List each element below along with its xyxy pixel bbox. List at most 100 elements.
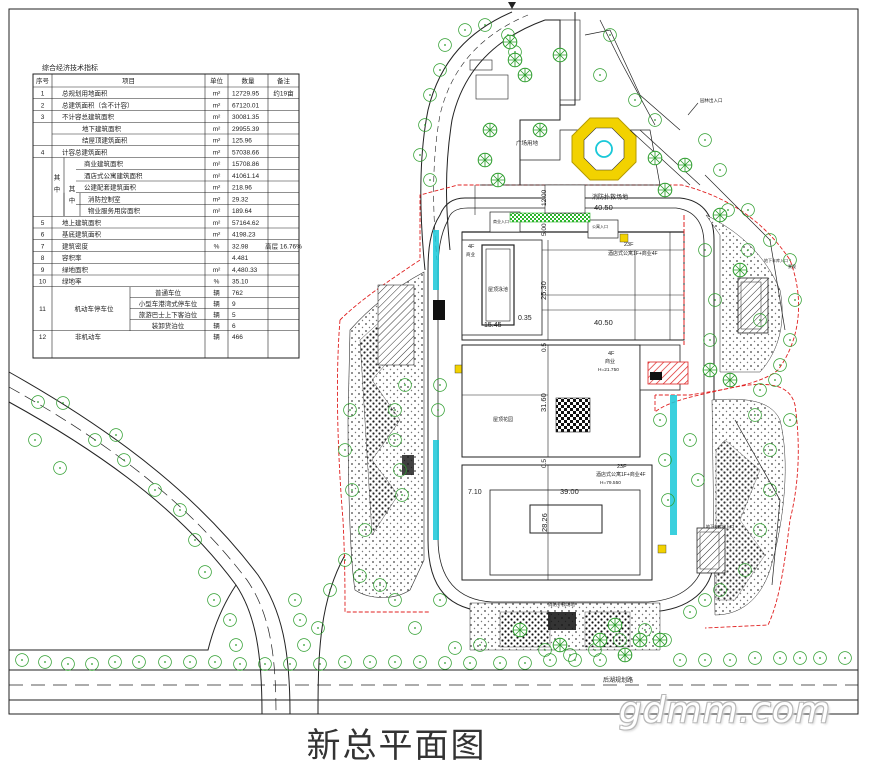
table-row-unit: m² (213, 267, 221, 274)
tree-icon (323, 583, 337, 597)
tree-icon (482, 122, 498, 138)
tree-icon (15, 653, 29, 667)
group-label: 中 (69, 196, 76, 205)
tree-icon (183, 655, 197, 669)
dim-39-00: 39.00 (560, 487, 579, 496)
dim-5-00: 5.00 (541, 223, 548, 236)
tree-icon (38, 655, 52, 669)
tree-icon (188, 533, 202, 547)
tree-icon (433, 593, 447, 607)
parking-qty: 9 (232, 301, 236, 308)
table-row-no: 5 (41, 220, 45, 227)
tree-icon (563, 648, 577, 662)
tree-icon (788, 293, 802, 307)
tree-icon (207, 593, 221, 607)
b2-floors: 4F (608, 351, 615, 357)
tree-icon (783, 413, 797, 427)
tree-icon (28, 433, 42, 447)
drawing-title: 新总平面图 (0, 718, 873, 767)
table-row-qty: 15708.86 (232, 161, 259, 168)
tree-icon (593, 68, 607, 82)
tree-icon (768, 373, 782, 387)
table-row-no: 7 (41, 243, 45, 250)
parking-qty: 5 (232, 312, 236, 319)
table-row-note: 约19亩 (273, 89, 294, 98)
tree-icon (732, 262, 748, 278)
table-row-qty: 218.96 (232, 185, 252, 192)
tree-icon (433, 63, 447, 77)
tree-icon (592, 632, 608, 648)
table-row-note: 高层 16.76% (265, 241, 302, 250)
tree-icon (793, 651, 807, 665)
tree-icon (433, 378, 447, 392)
tree-icon (117, 453, 131, 467)
plan-labels: 广场用地 消防扑救场地 12.00 5.00 40.50 商业入口 公寓入口 2… (466, 139, 796, 608)
dim-40-50-top: 40.50 (594, 203, 613, 212)
tree-icon (593, 653, 607, 667)
bottom-road (9, 669, 858, 701)
table-row-unit: m² (213, 173, 221, 180)
tree-icon (423, 88, 437, 102)
dim-25-30: 25.30 (539, 281, 548, 300)
tree-icon (552, 637, 568, 653)
tree-icon (708, 293, 722, 307)
tree-icon (713, 163, 727, 177)
parking-item: 装卸货泊位 (152, 321, 185, 330)
table-header: 数量 (242, 76, 256, 85)
tree-icon (532, 122, 548, 138)
table-header: 项目 (122, 77, 135, 85)
svg-text:园林出入口: 园林出入口 (700, 97, 723, 104)
site-area: 园林出入口 (336, 19, 800, 651)
table-row-qty: 29.32 (232, 196, 249, 203)
table-row-qty: 29955.39 (232, 126, 259, 133)
tree-icon (88, 433, 102, 447)
parking-label: 机动车停车位 (75, 304, 115, 313)
table-header: 单位 (210, 76, 224, 85)
tree-icon (158, 655, 172, 669)
tree-icon (363, 655, 377, 669)
tree-icon (838, 651, 852, 665)
entry-ramp-top-label: 地下车库入口 (764, 257, 788, 263)
tree-icon (552, 47, 568, 63)
table-header: 序号 (36, 76, 50, 85)
table-row-no: 2 (41, 102, 45, 109)
table-row-item: 地下建筑面积 (82, 124, 122, 133)
fire-site-label: 消防扑救场地 (592, 193, 628, 201)
parking-item: 小型车港湾式停车位 (139, 299, 198, 308)
tree-icon (652, 632, 668, 648)
tree-icon (413, 148, 427, 162)
parking-unit: 辆 (213, 310, 220, 319)
table-row-no: 6 (41, 232, 45, 239)
dim-28-26: 28.26 (540, 513, 549, 532)
table-row-unit: % (214, 243, 220, 250)
tree-icon (448, 641, 462, 655)
tree-icon (233, 657, 247, 671)
table-row-item: 基底建筑面积 (62, 230, 102, 239)
tree-icon (338, 655, 352, 669)
tree-icon (297, 638, 311, 652)
table-caption: 综合经济技术指标 (42, 63, 98, 72)
tree-icon (223, 613, 237, 627)
watermark: gdmm.com (618, 690, 831, 731)
tree-icon (208, 655, 222, 669)
table-row-qty: 35.10 (232, 279, 249, 286)
tree-icon (698, 133, 712, 147)
tree-icon (512, 622, 528, 638)
table-row-no: 1 (41, 91, 45, 98)
tree-icon (698, 653, 712, 667)
entry-top-label: 商业入口 (493, 218, 509, 224)
table-row-item: 消防控制室 (88, 194, 121, 203)
tree-icon (502, 34, 518, 50)
tree-icon (628, 93, 642, 107)
tree-icon (438, 38, 452, 52)
tree-icon (56, 396, 70, 410)
tree-icon (313, 657, 327, 671)
tree-icon (108, 655, 122, 669)
group-label: 中 (54, 185, 61, 194)
nonmotor-no: 12 (39, 334, 47, 341)
table-row-qty: 4,480.33 (232, 267, 258, 274)
table-row-item: 建筑密度 (62, 241, 89, 250)
table-row-qty: 12729.95 (232, 91, 259, 98)
tree-icon (617, 647, 633, 663)
